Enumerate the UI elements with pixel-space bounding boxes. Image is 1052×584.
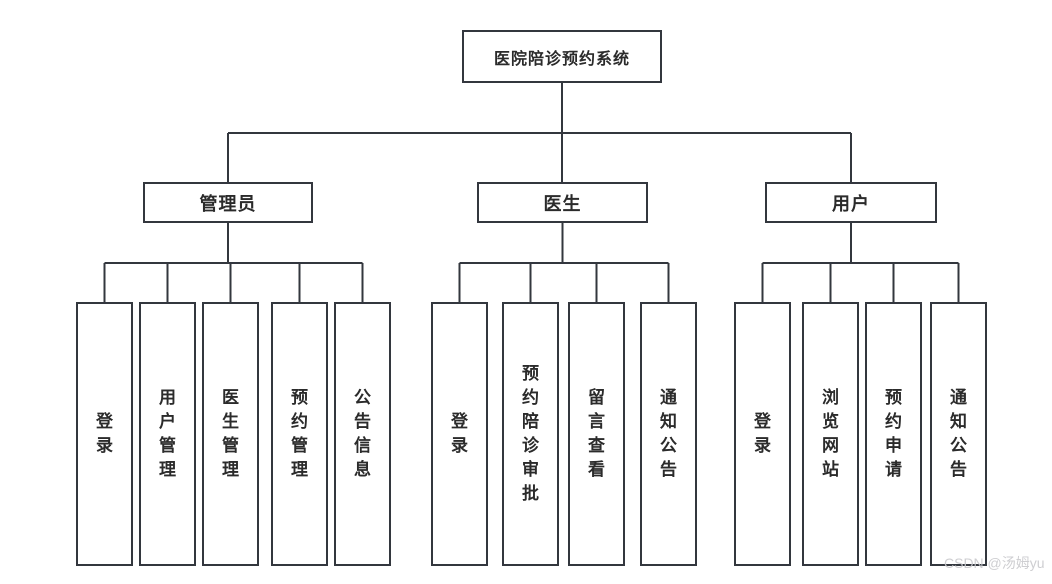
leaf-admin-doctor-management: 医生管理 [202,302,259,566]
node-system-root: 医院陪诊预约系统 [462,30,662,83]
leaf-label: 医生管理 [222,388,239,479]
leaf-label: 登录 [451,412,468,455]
leaf-doctor-message-view: 留言查看 [568,302,625,566]
leaf-label: 预约管理 [291,388,308,479]
leaf-label: 公告信息 [354,388,371,479]
leaf-label: 登录 [754,412,771,455]
leaf-admin-user-management: 用户管理 [139,302,196,566]
leaf-label: 通知公告 [660,388,677,479]
leaf-label: 用户管理 [159,388,176,479]
leaf-user-notice: 通知公告 [930,302,987,566]
leaf-admin-booking-management: 预约管理 [271,302,328,566]
leaf-user-booking-apply: 预约申请 [865,302,922,566]
leaf-doctor-login: 登录 [431,302,488,566]
leaf-label: 预约申请 [885,388,902,479]
csdn-watermark: CSDN @汤姆yu [944,555,1045,571]
leaf-label: 登录 [96,412,113,455]
leaf-doctor-booking-approval: 预约陪诊审批 [502,302,559,566]
leaf-label: 留言查看 [588,388,605,479]
leaf-label: 通知公告 [950,388,967,479]
leaf-label: 浏览网站 [822,388,839,479]
leaf-admin-announcement-info: 公告信息 [334,302,391,566]
leaf-user-login: 登录 [734,302,791,566]
leaf-label: 预约陪诊审批 [522,364,539,503]
leaf-user-browse-site: 浏览网站 [802,302,859,566]
branch-admin: 管理员 [143,182,313,223]
leaf-admin-login: 登录 [76,302,133,566]
leaf-doctor-notice: 通知公告 [640,302,697,566]
branch-doctor: 医生 [477,182,648,223]
branch-user: 用户 [765,182,937,223]
